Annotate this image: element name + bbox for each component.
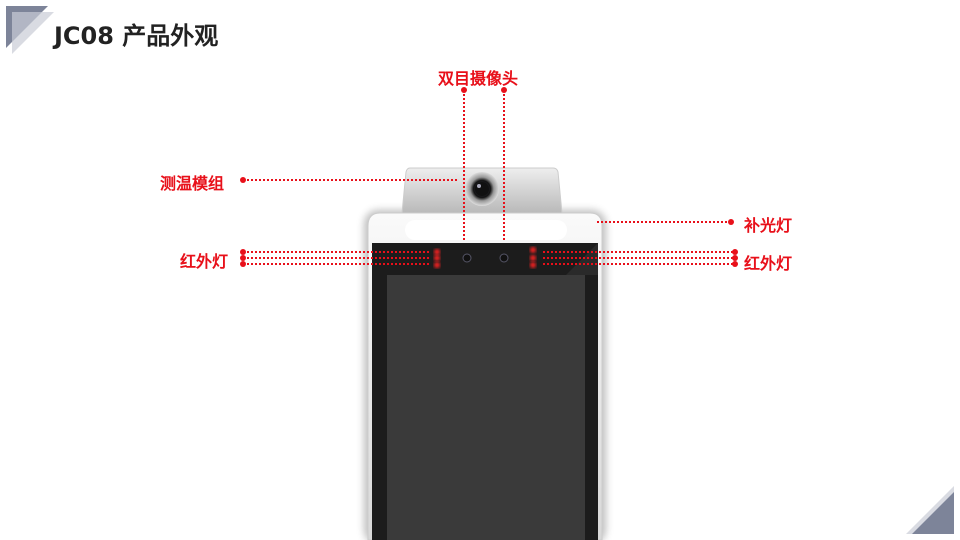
label-thermal-module: 测温模组 [160,174,225,193]
fill-light [405,220,567,240]
screen [387,275,585,540]
callout-dots [240,87,738,267]
corner-decoration-bottom-right-dark [912,492,954,534]
label-fill-light: 补光灯 [744,216,793,235]
corner-decoration-top-left-light [12,12,54,54]
device-image [364,167,606,540]
binocular-camera-left [462,253,472,263]
label-ir-light-left: 红外灯 [180,252,229,271]
label-ir-light-right: 红外灯 [744,254,793,273]
binocular-camera-right [499,253,509,263]
label-binocular-camera: 双目摄像头 [438,69,519,88]
ir-lights-right [530,247,536,268]
ir-lights-left [434,249,440,268]
slide-title: JC08 产品外观 [54,22,219,50]
